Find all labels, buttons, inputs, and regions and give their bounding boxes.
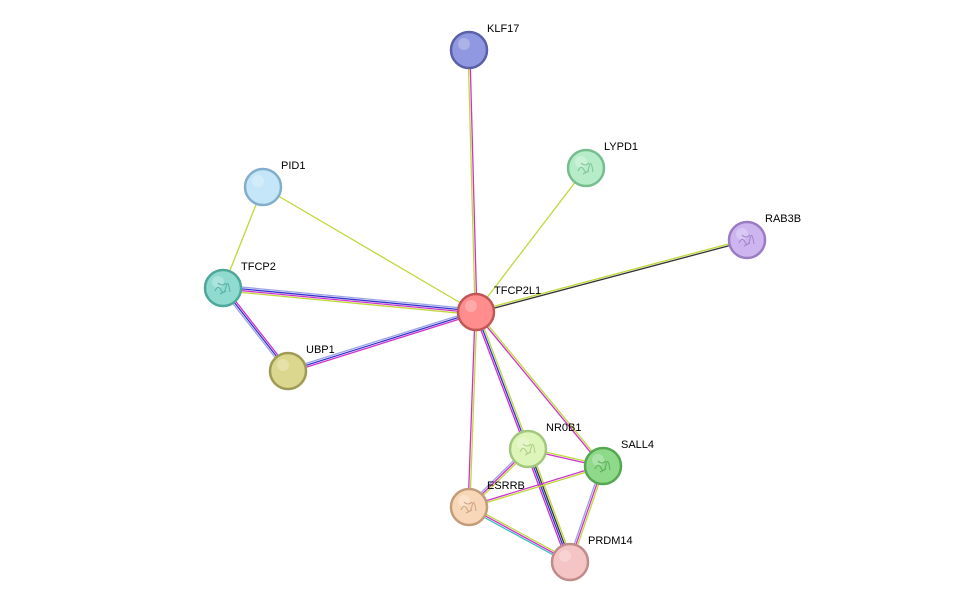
node-lypd1[interactable]: LYPD1 [566, 141, 638, 188]
edge-evidence-line [469, 504, 572, 561]
edge-evidence-line [477, 311, 531, 449]
node-tfcp2l1[interactable]: TFCP2L1 [456, 285, 541, 332]
edge-evidence-line [475, 311, 529, 450]
node-highlight [458, 38, 470, 50]
node-label-ubp1: UBP1 [306, 344, 335, 356]
node-prdm14[interactable]: PRDM14 [550, 535, 633, 582]
node-label-sall4: SALL4 [621, 439, 654, 451]
node-esrrb[interactable]: ESRRB [449, 480, 525, 527]
node-label-pid1: PID1 [281, 160, 305, 172]
node-label-rab3b: RAB3B [765, 213, 801, 225]
node-highlight [252, 175, 264, 187]
edge-evidence-line [467, 508, 570, 565]
node-highlight [517, 437, 529, 449]
node-highlight [277, 359, 289, 371]
node-highlight [575, 156, 587, 168]
edge-evidence-line [475, 238, 747, 312]
node-label-esrrb: ESRRB [487, 480, 525, 492]
node-highlight [559, 550, 571, 562]
node-ubp1[interactable]: UBP1 [268, 344, 335, 391]
edge-evidence-line [467, 311, 476, 507]
edge-tfcp2l1-tfcp2[interactable] [222, 284, 477, 316]
edge-evidence-line [469, 466, 604, 509]
edge-tfcp2l1-nr0b1[interactable] [473, 311, 531, 450]
edge-evidence-line [529, 447, 574, 562]
node-label-tfcp2l1: TFCP2L1 [494, 285, 541, 297]
node-circle[interactable] [727, 220, 767, 260]
node-circle[interactable] [456, 292, 496, 332]
edge-tfcp2l1-pid1[interactable] [262, 186, 477, 313]
edge-evidence-line [473, 312, 527, 450]
node-label-tfcp2: TFCP2 [241, 261, 276, 273]
edge-evidence-line [288, 313, 477, 374]
node-label-klf17: KLF17 [487, 23, 519, 35]
node-highlight [736, 228, 748, 240]
edge-evidence-line [223, 284, 477, 310]
edge-tfcp2l1-sall4[interactable] [474, 311, 605, 467]
protein-structure-icon [519, 443, 536, 456]
node-circle[interactable] [550, 542, 590, 582]
protein-structure-icon [738, 234, 755, 247]
edge-tfcp2l1-rab3b[interactable] [475, 238, 748, 314]
edge-evidence-line [287, 311, 477, 372]
node-label-lypd1: LYPD1 [604, 141, 638, 153]
protein-structure-icon [460, 501, 477, 514]
edge-tfcp2l1-esrrb[interactable] [467, 311, 478, 508]
edge-evidence-line [468, 464, 603, 507]
edge-evidence-line [526, 449, 570, 563]
edge-evidence-line [467, 50, 476, 313]
protein-structure-icon [577, 162, 594, 175]
edge-evidence-line [469, 49, 478, 312]
edge-evidence-line [262, 186, 477, 313]
node-highlight [212, 276, 224, 288]
edge-tfcp2l1-klf17[interactable] [467, 49, 478, 313]
node-nr0b1[interactable]: NR0B1 [508, 422, 581, 469]
edge-sall4-esrrb[interactable] [468, 464, 604, 509]
edge-evidence-line [476, 311, 605, 466]
node-tfcp2[interactable]: TFCP2 [203, 261, 276, 308]
protein-structure-icon [594, 460, 611, 473]
node-rab3b[interactable]: RAB3B [727, 213, 801, 260]
edge-evidence-line [222, 288, 476, 314]
node-circle[interactable] [268, 351, 308, 391]
node-circle[interactable] [508, 429, 548, 469]
node-circle[interactable] [449, 30, 489, 70]
node-highlight [465, 300, 477, 312]
node-circle[interactable] [583, 446, 623, 486]
node-pid1[interactable]: PID1 [243, 160, 305, 207]
node-circle[interactable] [243, 167, 283, 207]
edge-evidence-line [222, 290, 476, 316]
edge-evidence-line [474, 312, 603, 467]
node-klf17[interactable]: KLF17 [449, 23, 519, 70]
edge-tfcp2l1-ubp1[interactable] [287, 309, 477, 374]
edge-evidence-line [469, 312, 478, 508]
node-highlight [458, 495, 470, 507]
edge-evidence-line [524, 449, 569, 564]
edge-nr0b1-prdm14[interactable] [524, 447, 574, 564]
node-label-nr0b1: NR0B1 [546, 422, 581, 434]
edge-evidence-line [287, 309, 476, 370]
edge-evidence-line [223, 286, 477, 312]
edge-evidence-line [475, 167, 587, 313]
edge-evidence-line [476, 240, 748, 314]
node-circle[interactable] [203, 268, 243, 308]
node-highlight [592, 454, 604, 466]
node-circle[interactable] [449, 487, 489, 527]
edge-evidence-line [528, 448, 572, 562]
protein-structure-icon [214, 282, 231, 295]
node-label-prdm14: PRDM14 [588, 535, 633, 547]
edge-tfcp2l1-lypd1[interactable] [475, 167, 587, 313]
node-circle[interactable] [566, 148, 606, 188]
node-sall4[interactable]: SALL4 [583, 439, 654, 486]
